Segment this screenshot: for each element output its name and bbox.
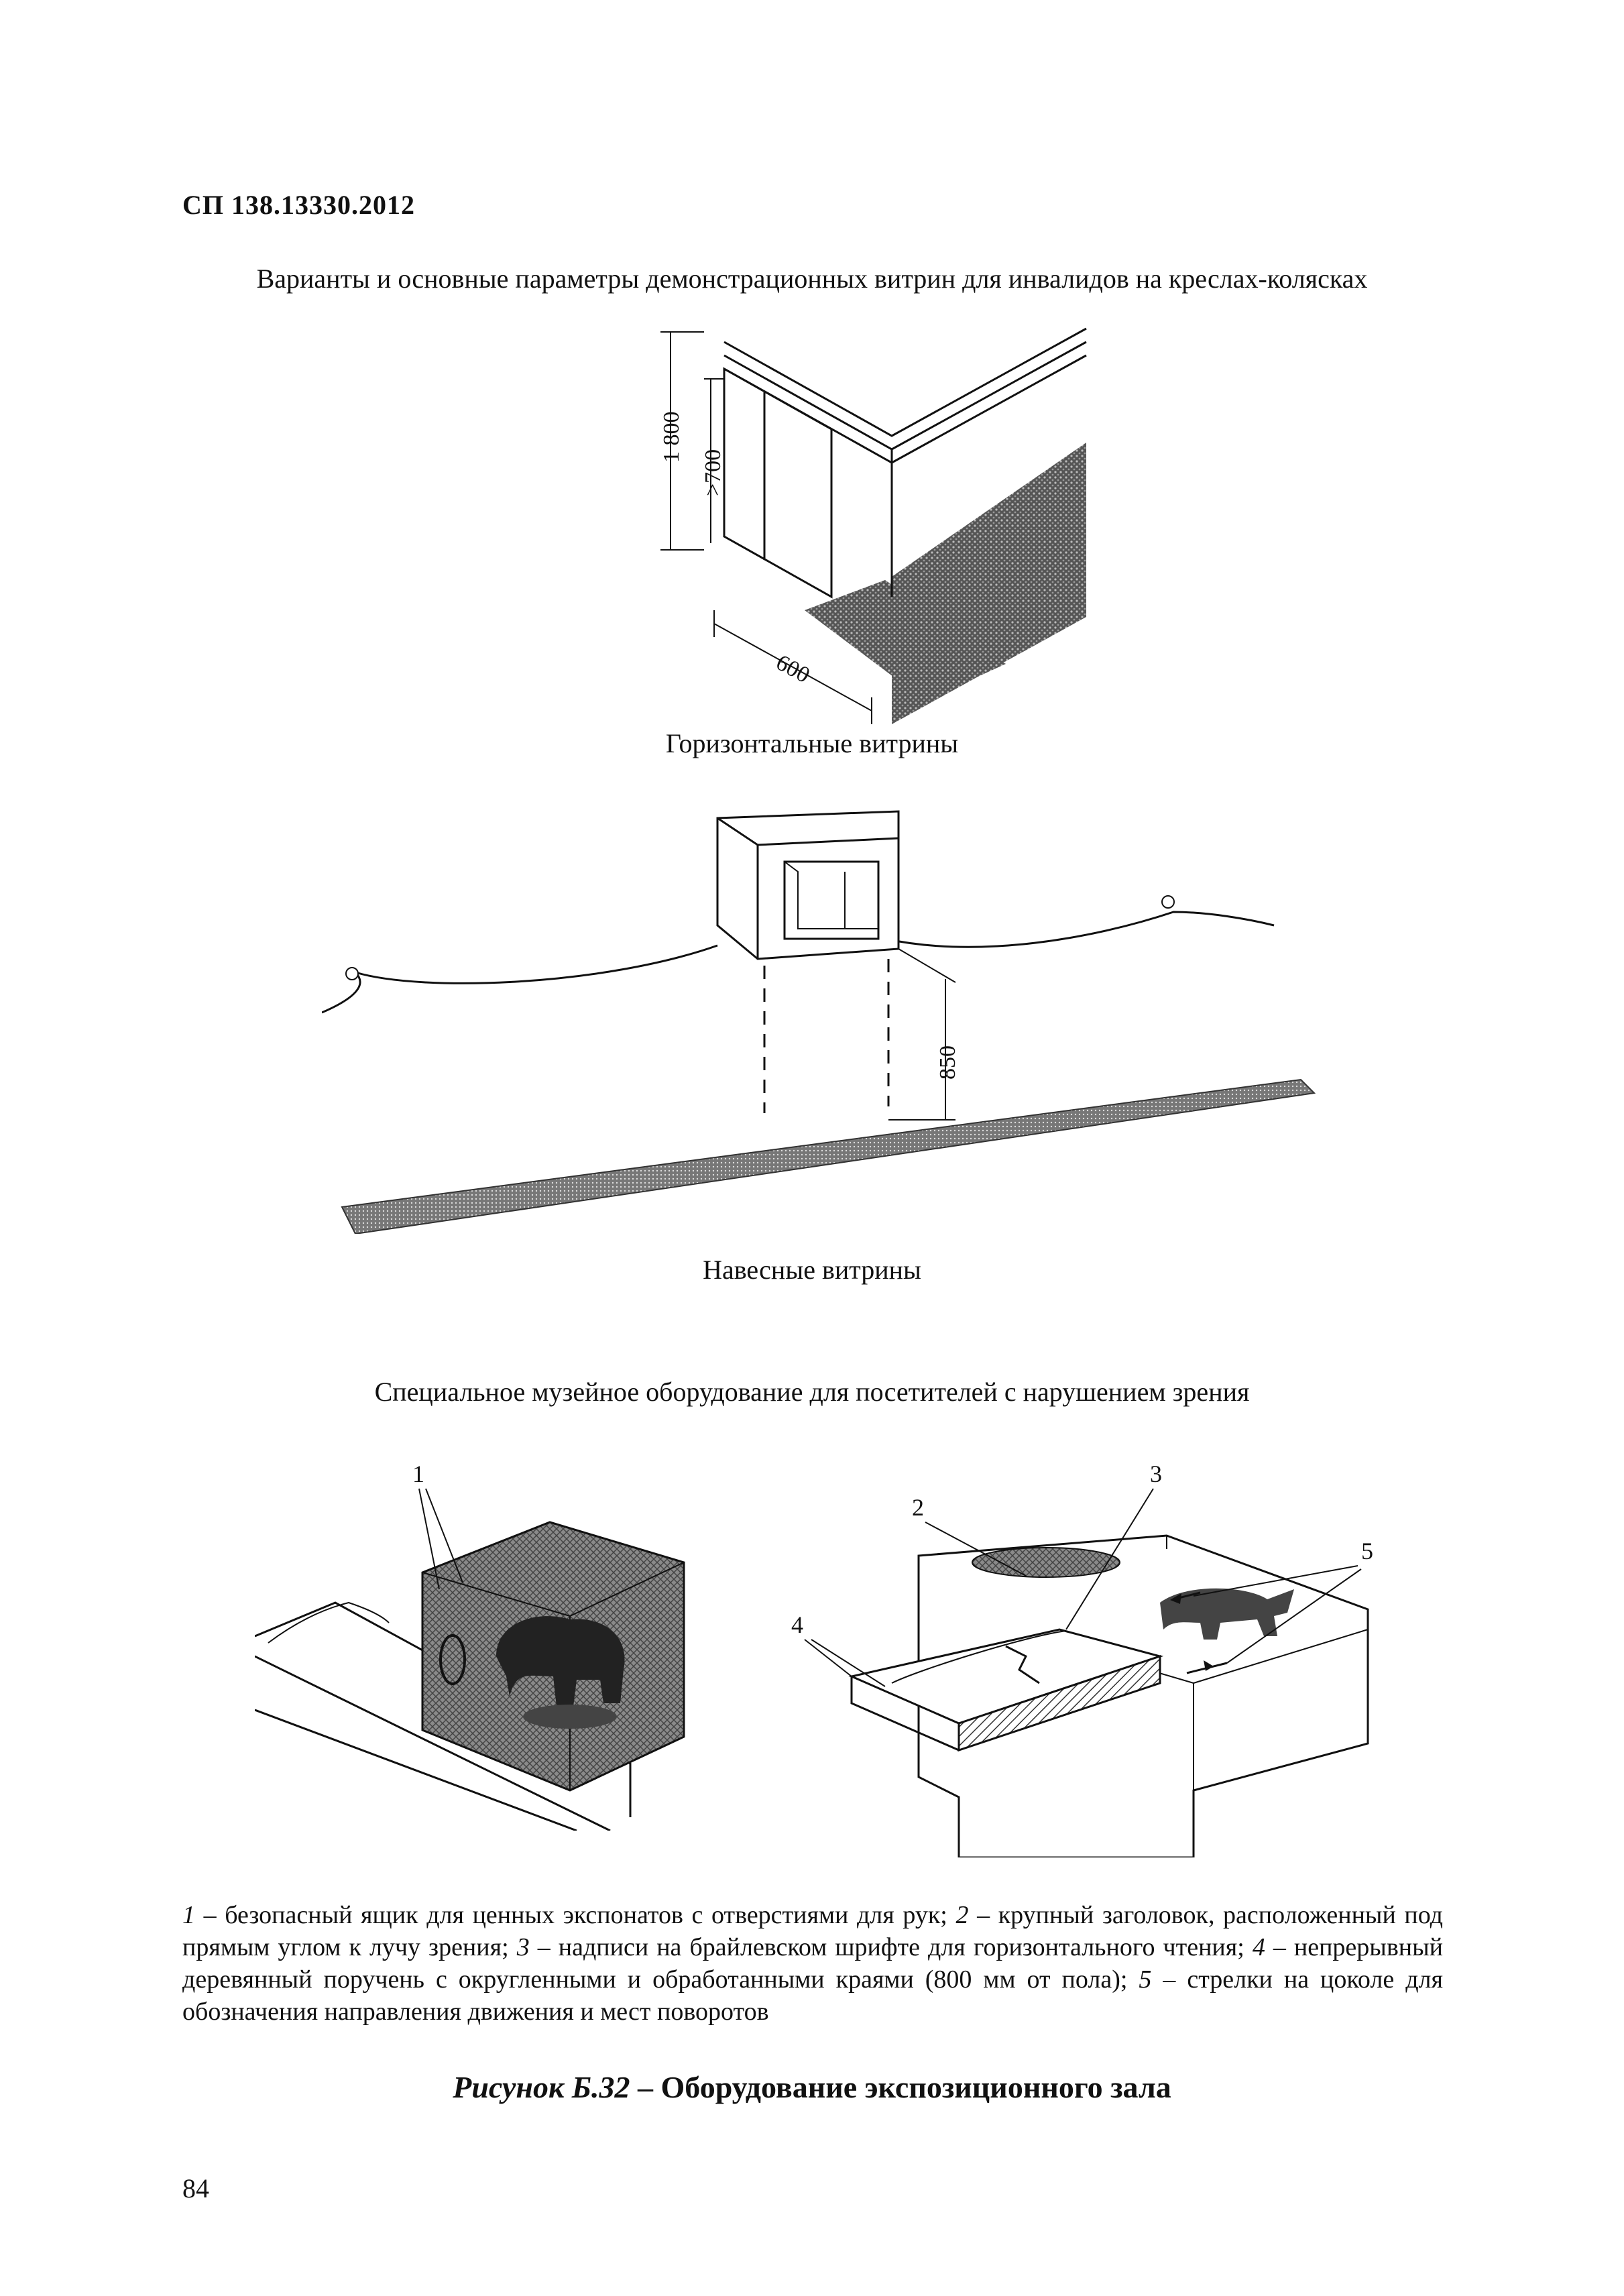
horizontal-showcase-drawing: 1 800 >700 600 bbox=[659, 327, 1087, 724]
legend-num-2: 2 bbox=[955, 1901, 969, 1929]
legend-text-1: – безопасный ящик для ценных экспонатов … bbox=[195, 1901, 956, 1929]
legend-text-4: – непрерывный деревянный поручень с окру… bbox=[182, 1933, 1443, 1994]
callout-5: 5 bbox=[1361, 1538, 1373, 1564]
figure-title-number: Рисунок Б.32 bbox=[453, 2070, 630, 2104]
label-horizontal-showcases: Горизонтальные витрины bbox=[665, 728, 959, 758]
section-title-visually-impaired: Специальное музейное оборудование для по… bbox=[374, 1377, 1250, 1407]
hanging-showcase-drawing: 850 bbox=[322, 810, 1316, 1234]
section-title-showcases: Варианты и основные параметры демонстрац… bbox=[256, 264, 1368, 294]
document-code: СП 138.13330.2012 bbox=[182, 190, 415, 220]
legend-num-4: 4 bbox=[1252, 1933, 1265, 1961]
callout-3: 3 bbox=[1150, 1460, 1162, 1487]
page-number: 84 bbox=[182, 2173, 209, 2203]
dim-1800-label: 1 800 bbox=[659, 412, 684, 463]
figure-title: Рисунок Б.32 – Оборудование экспозиционн… bbox=[0, 2069, 1624, 2105]
legend-num-5: 5 bbox=[1139, 1965, 1152, 1994]
label-hanging-showcases: Навесные витрины bbox=[703, 1255, 921, 1285]
legend-num-3: 3 bbox=[516, 1933, 530, 1961]
dim-700-label: >700 bbox=[701, 449, 726, 496]
callout-2: 2 bbox=[912, 1494, 924, 1521]
safe-box-drawing: 1 bbox=[255, 1460, 685, 1831]
figure-title-text: – Оборудование экспозиционного зала bbox=[630, 2070, 1171, 2104]
legend-num-1: 1 bbox=[182, 1901, 195, 1929]
legend-text-2: – крупный заголовок, расположенный под п… bbox=[182, 1901, 1443, 1961]
dim-850-label: 850 bbox=[935, 1045, 960, 1080]
handrail-drawing: 2 3 4 5 bbox=[791, 1460, 1373, 1857]
figure-legend: 1 – безопасный ящик для ценных экспонато… bbox=[182, 1899, 1443, 2028]
legend-text-3: – надписи на брайлевском шрифте для гори… bbox=[529, 1933, 1253, 1961]
callout-4: 4 bbox=[791, 1611, 803, 1638]
callout-1: 1 bbox=[412, 1460, 424, 1487]
legend-text-5: – стрелки на цоколе для обозначения напр… bbox=[182, 1965, 1443, 2026]
